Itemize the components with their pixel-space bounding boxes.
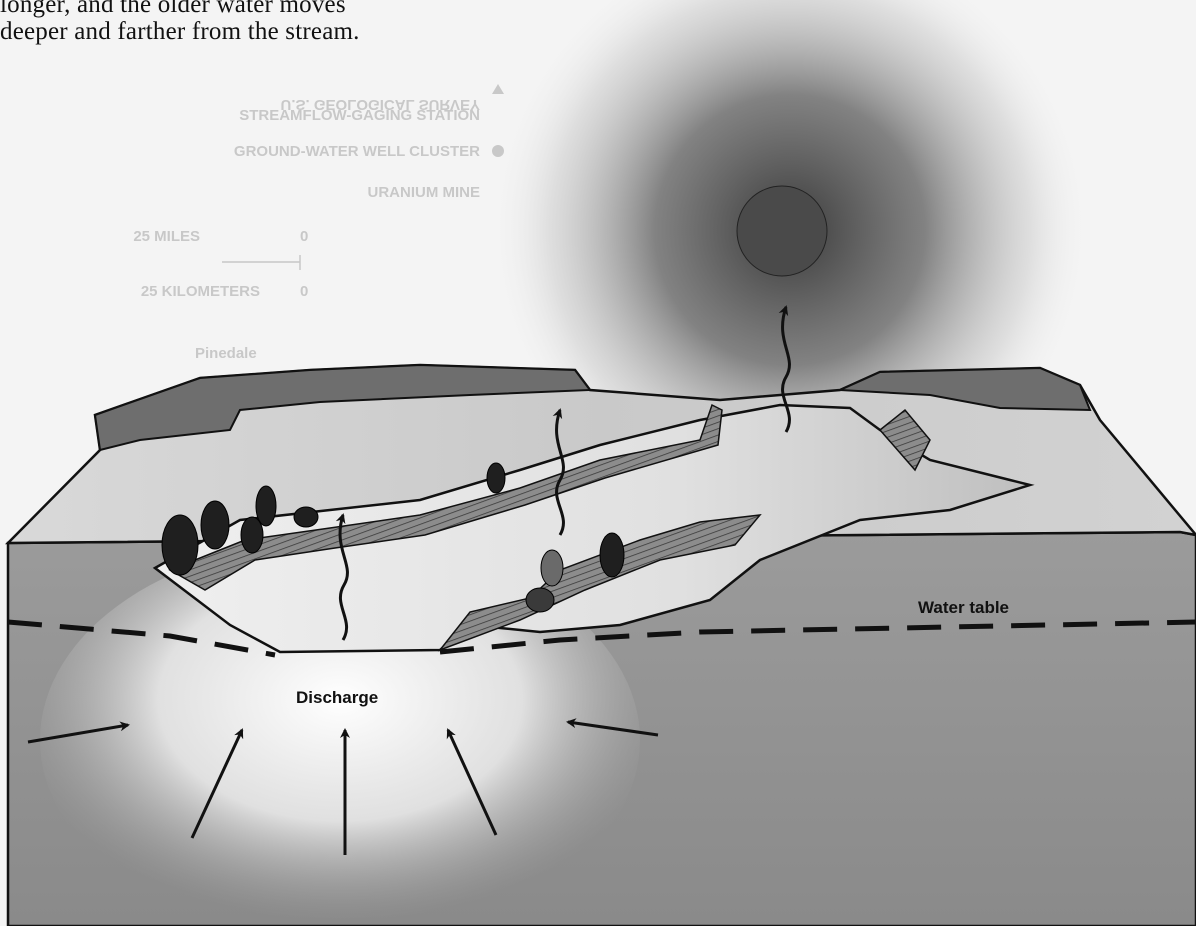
tree-icon bbox=[600, 533, 624, 577]
water-table-label: Water table bbox=[918, 598, 1009, 617]
tree-icon bbox=[487, 463, 505, 493]
tree-icon bbox=[162, 515, 198, 575]
background-map: U.S. GEOLOGICAL SURVEY STREAMFLOW-GAGING… bbox=[133, 84, 504, 362]
scale-zero-2: 0 bbox=[300, 283, 308, 300]
legend-well: GROUND-WATER WELL CLUSTER bbox=[234, 143, 480, 160]
legend-gaging: STREAMFLOW-GAGING STATION bbox=[239, 107, 480, 124]
tree-icon bbox=[201, 501, 229, 549]
tree-icon bbox=[294, 507, 318, 527]
legend-mine: URANIUM MINE bbox=[368, 184, 481, 201]
scale-miles: 25 MILES bbox=[133, 228, 200, 245]
tree-icon bbox=[256, 486, 276, 526]
place-name: Pinedale bbox=[195, 345, 257, 362]
scale-zero-1: 0 bbox=[300, 228, 308, 245]
sun-icon bbox=[737, 186, 827, 276]
tree-icon bbox=[526, 588, 554, 612]
discharge-label: Discharge bbox=[296, 688, 378, 707]
tree-icon bbox=[541, 550, 563, 586]
scale-km: 25 KILOMETERS bbox=[141, 283, 260, 300]
triangle-icon bbox=[492, 84, 504, 94]
